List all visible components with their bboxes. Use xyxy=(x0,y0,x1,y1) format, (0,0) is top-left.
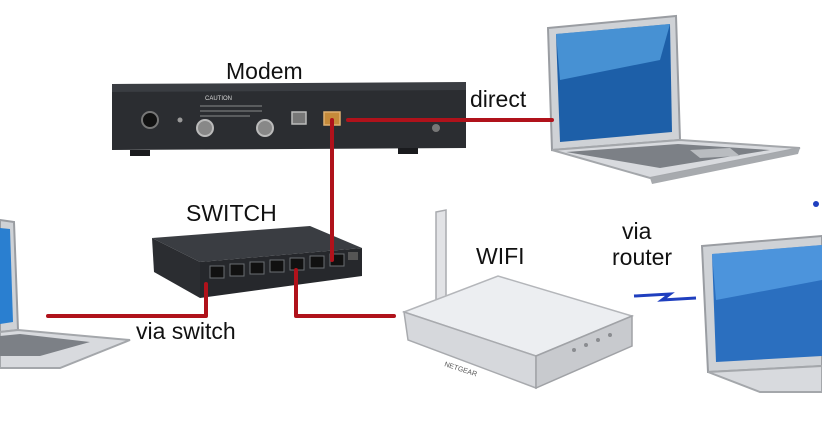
label-switch: SWITCH xyxy=(186,200,277,226)
laptop-switch xyxy=(0,218,131,369)
laptop-direct xyxy=(546,14,801,184)
label-via: via xyxy=(622,218,652,244)
label-via-switch: via switch xyxy=(136,318,236,344)
wireless-link xyxy=(633,292,697,302)
modem-caution-text: CAUTION xyxy=(205,96,232,102)
laptop-router xyxy=(700,234,822,393)
blue-dot xyxy=(813,201,819,207)
label-modem: Modem xyxy=(226,58,303,84)
label-direct: direct xyxy=(470,86,527,112)
cables xyxy=(46,118,554,318)
cable-switch-router xyxy=(294,268,396,318)
label-router: router xyxy=(612,244,673,270)
router-device: NETGEAR xyxy=(401,209,635,390)
label-wifi: WIFI xyxy=(476,243,525,269)
cable-switch-laptop xyxy=(46,282,208,318)
switch-device xyxy=(152,226,362,298)
modem-device: CAUTION xyxy=(112,82,466,156)
